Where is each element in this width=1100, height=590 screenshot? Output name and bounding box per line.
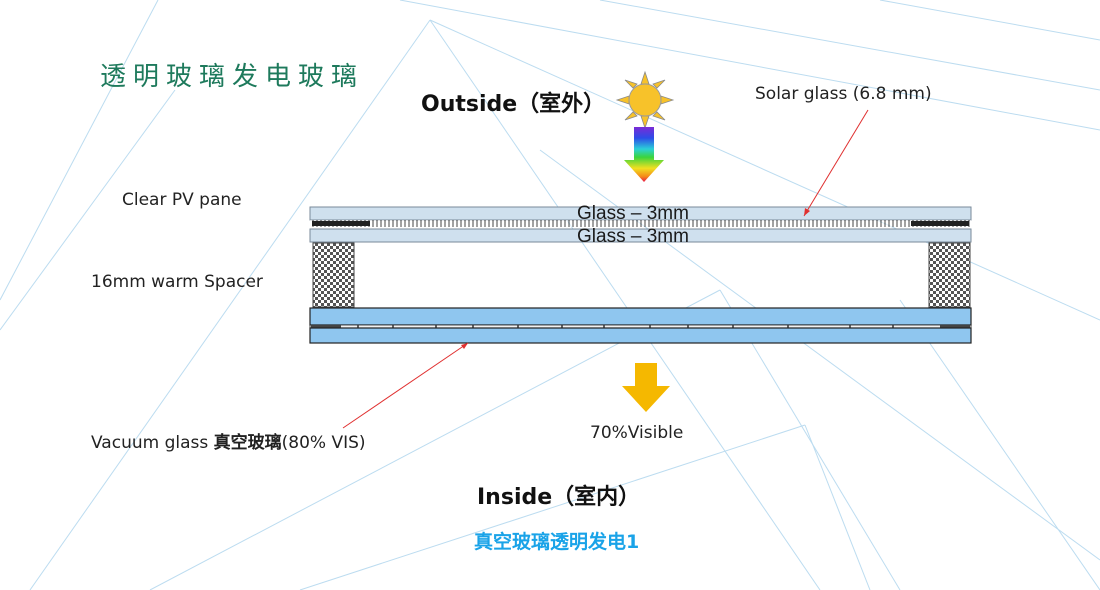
spacer-left bbox=[312, 242, 355, 308]
glass-pane-bottom bbox=[309, 228, 972, 243]
glass-top-label: Glass – 3mm bbox=[577, 203, 689, 224]
pv-film-edge-left bbox=[312, 221, 370, 226]
vacuum-glass-label-suffix: (80% VIS) bbox=[281, 433, 366, 453]
pv-film-edge-right bbox=[911, 221, 969, 226]
vacuum-edge-seal-right bbox=[940, 325, 970, 328]
solar-glass-label: Solar glass (6.8 mm) bbox=[755, 84, 932, 104]
sun-icon bbox=[615, 70, 675, 130]
transmitted-light-arrow-icon bbox=[622, 363, 670, 412]
diagram-subtitle: 真空玻璃透明发电1 bbox=[474, 531, 640, 553]
glass-bottom-label: Glass – 3mm bbox=[577, 226, 689, 247]
vacuum-glass-label-cn: 真空玻璃 bbox=[213, 433, 282, 453]
vacuum-glass-top bbox=[309, 307, 972, 326]
vacuum-glass-label-prefix: Vacuum glass bbox=[91, 433, 214, 453]
outside-label: Outside（室外） bbox=[421, 92, 606, 117]
vacuum-glass-label: Vacuum glass 真空玻璃(80% VIS) bbox=[91, 428, 366, 453]
solar-glass-leader-line bbox=[803, 109, 869, 217]
vacuum-edge-seal-left bbox=[311, 325, 341, 328]
inside-label: Inside（室内） bbox=[477, 485, 641, 510]
pv-film-layer bbox=[310, 220, 971, 227]
vacuum-glass-bottom bbox=[309, 327, 972, 344]
spacer-label: 16mm warm Spacer bbox=[91, 272, 263, 292]
spectrum-arrow-icon bbox=[624, 127, 664, 182]
clear-pv-pane-label: Clear PV pane bbox=[122, 190, 242, 210]
page-heading: 透明玻璃发电玻璃 bbox=[100, 62, 365, 92]
spacer-right bbox=[928, 242, 971, 308]
visible-percentage-label: 70%Visible bbox=[590, 423, 684, 443]
vacuum-glass-leader-line bbox=[342, 342, 469, 429]
